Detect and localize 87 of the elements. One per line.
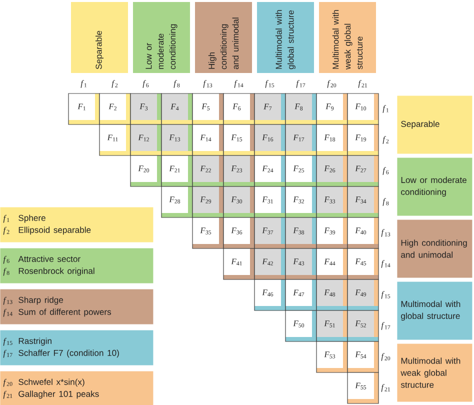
matrix-cell: F$_{10}$ — [347, 93, 379, 125]
row-label: f$_{20}$ — [381, 353, 390, 361]
row-label: f$_{14}$ — [381, 260, 390, 268]
column-header: Separable — [71, 2, 128, 73]
matrix-cell: F$_{43}$ — [285, 248, 317, 280]
matrix-cell: F$_{18}$ — [316, 124, 348, 156]
row-header: Low or moderate conditioning — [397, 158, 472, 216]
matrix-cell: F$_{45}$ — [347, 248, 379, 280]
matrix-cell: F$_{42}$ — [254, 248, 286, 280]
matrix-cell: F$_{50}$ — [285, 310, 317, 342]
matrix-cell: F$_{47}$ — [285, 279, 317, 311]
legend-box: f$_{1}$ Sphere f$_{2}$ Ellipsoid separable — [0, 207, 154, 242]
column-label: f$_{8}$ — [174, 80, 180, 88]
matrix-cell: F$_{36}$ — [223, 217, 255, 249]
legend-box: f$_{20}$ Schwefel x*sin(x) f$_{21}$ Gallagher 101 peaks — [0, 371, 154, 405]
matrix-cell: F$_{25}$ — [285, 155, 317, 187]
column-label: f$_{13}$ — [203, 80, 212, 88]
matrix-cell: F$_{53}$ — [316, 341, 348, 373]
legend-box: f$_{15}$ Rastrigin f$_{17}$ Schaffer F7 (condition 10) — [0, 330, 154, 366]
column-label: f$_{17}$ — [296, 80, 306, 88]
matrix-cell: F$_{54}$ — [347, 341, 379, 373]
matrix-cell: F$_{1}$ — [68, 93, 100, 125]
matrix-cell: F$_{23}$ — [223, 155, 255, 187]
matrix-cell: F$_{51}$ — [316, 310, 348, 342]
matrix-cell: F$_{15}$ — [223, 124, 255, 156]
matrix-cell: F$_{9}$ — [316, 93, 348, 125]
matrix-cell: F$_{37}$ — [254, 217, 286, 249]
column-label: f$_{14}$ — [234, 80, 244, 88]
matrix-cell: F$_{19}$ — [347, 124, 379, 156]
matrix-cell: F$_{28}$ — [161, 186, 193, 218]
matrix-cell: F$_{30}$ — [223, 186, 255, 218]
matrix-cell: F$_{13}$ — [161, 124, 193, 156]
matrix-cell: F$_{44}$ — [316, 248, 348, 280]
matrix-cell: F$_{4}$ — [161, 93, 193, 125]
matrix-cell: F$_{34}$ — [347, 186, 379, 218]
matrix-cell: F$_{5}$ — [192, 93, 224, 125]
matrix-cell: F$_{48}$ — [316, 279, 348, 311]
matrix-cell: F$_{3}$ — [130, 93, 162, 125]
column-header: Low or moderate conditioning — [133, 2, 190, 73]
row-label: f$_{1}$ — [382, 105, 389, 113]
matrix-cell: F$_{21}$ — [161, 155, 193, 187]
column-header: Multimodal with weak global structure — [319, 2, 376, 73]
matrix-cell: F$_{12}$ — [130, 124, 162, 156]
column-label: f$_{20}$ — [327, 80, 336, 88]
row-header: Multimodal with weak global structure — [397, 344, 472, 402]
row-header: High conditioning and unimodal — [397, 220, 472, 278]
matrix-cell: F$_{17}$ — [285, 124, 317, 156]
legend-box: f$_{13}$ Sharp ridge f$_{14}$ Sum of different powers — [0, 289, 154, 324]
row-label: f$_{2}$ — [382, 136, 389, 144]
matrix-cell: F$_{22}$ — [192, 155, 224, 187]
matrix-cell: F$_{27}$ — [347, 155, 379, 187]
row-header: Separable — [397, 96, 472, 154]
matrix-cell: F$_{29}$ — [192, 186, 224, 218]
column-label: f$_{2}$ — [112, 80, 118, 88]
matrix-cell: F$_{55}$ — [347, 372, 379, 404]
matrix-cell: F$_{39}$ — [316, 217, 348, 249]
matrix-cell: F$_{49}$ — [347, 279, 379, 311]
matrix-cell: F$_{38}$ — [285, 217, 317, 249]
matrix-cell: F$_{32}$ — [285, 186, 317, 218]
column-header: High conditioning and unimodal — [195, 2, 252, 73]
column-label: f$_{6}$ — [142, 80, 149, 88]
matrix-cell: F$_{24}$ — [254, 155, 286, 187]
matrix-cell: F$_{2}$ — [99, 93, 131, 125]
matrix-cell: F$_{11}$ — [99, 124, 131, 156]
matrix-cell: F$_{35}$ — [192, 217, 224, 249]
matrix-cell: F$_{52}$ — [347, 310, 379, 342]
legend-box: f$_{6}$ Attractive sector f$_{8}$ Rosenbrock original — [0, 248, 154, 284]
column-label: f$_{15}$ — [265, 80, 274, 88]
matrix-cell: F$_{16}$ — [254, 124, 286, 156]
matrix-cell: F$_{8}$ — [285, 93, 317, 125]
matrix-cell: F$_{33}$ — [316, 186, 348, 218]
matrix-cell: F$_{40}$ — [347, 217, 379, 249]
row-label: f$_{13}$ — [381, 229, 390, 237]
column-header: Multimodal with global structure — [257, 2, 314, 73]
matrix-cell: F$_{46}$ — [254, 279, 286, 311]
row-label: f$_{6}$ — [382, 167, 389, 175]
row-label: f$_{15}$ — [381, 291, 390, 299]
matrix-cell: F$_{7}$ — [254, 93, 286, 125]
matrix-cell: F$_{41}$ — [223, 248, 255, 280]
row-label: f$_{17}$ — [381, 322, 390, 330]
matrix-cell: F$_{20}$ — [130, 155, 162, 187]
matrix-cell: F$_{31}$ — [254, 186, 286, 218]
matrix-cell: F$_{14}$ — [192, 124, 224, 156]
row-header: Multimodal with global structure — [397, 282, 472, 340]
matrix-cell: F$_{26}$ — [316, 155, 348, 187]
row-label: f$_{8}$ — [382, 198, 389, 206]
matrix-cell: F$_{6}$ — [223, 93, 255, 125]
